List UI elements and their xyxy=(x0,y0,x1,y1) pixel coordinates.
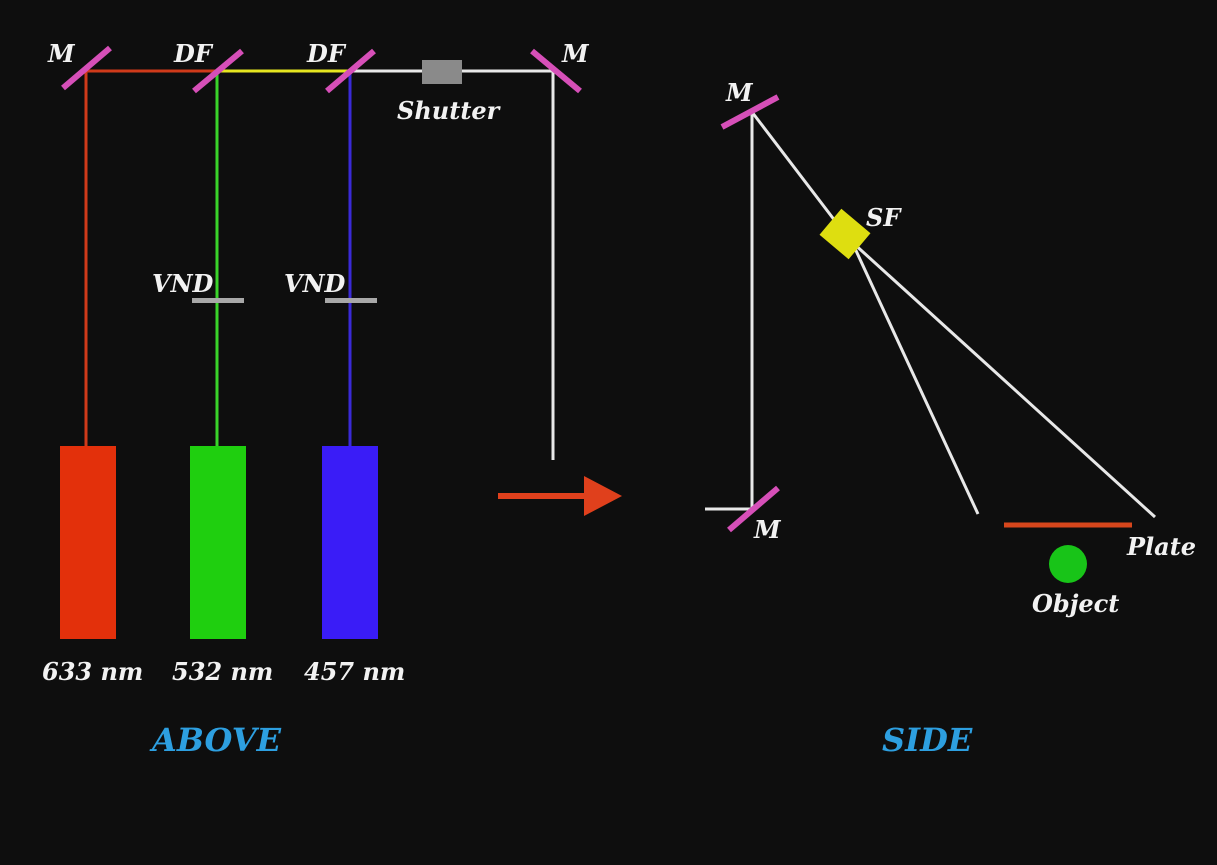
spatial-filter-block xyxy=(819,208,871,260)
wavelength-label-green: 532 nm xyxy=(172,657,273,686)
side-view: M M SF Plate Object SIDE xyxy=(705,78,1196,759)
mirror-side-bottom xyxy=(727,485,780,533)
plate-label: Plate xyxy=(1126,532,1196,561)
beam-side-diagonal xyxy=(750,111,847,235)
shutter-block xyxy=(422,60,462,84)
dichroic-filter-1 xyxy=(192,48,244,94)
sf-label: SF xyxy=(866,203,902,232)
mirror-above-left xyxy=(61,45,112,91)
mirror-label-above-right: M xyxy=(561,39,590,68)
mirror-above-right xyxy=(530,48,582,94)
vnd-filter-green xyxy=(192,298,244,303)
beam-expanded-right xyxy=(850,240,1157,519)
object-sphere xyxy=(1049,545,1087,583)
beam-expanded-left xyxy=(850,241,980,515)
view-label-side: SIDE xyxy=(882,721,973,759)
mirror-label-side-top: M xyxy=(725,78,754,107)
laser-red xyxy=(60,446,116,639)
shutter-label: Shutter xyxy=(397,96,502,125)
view-label-above: ABOVE xyxy=(149,721,282,759)
mirror-label-above-left: M xyxy=(47,39,76,68)
mirror-label-side-bottom: M xyxy=(753,515,782,544)
object-label: Object xyxy=(1032,589,1119,618)
mirror-side-top xyxy=(720,94,780,130)
df-label-2: DF xyxy=(306,39,347,68)
wavelength-label-red: 633 nm xyxy=(42,657,143,686)
laser-green xyxy=(190,446,246,639)
df-label-1: DF xyxy=(173,39,214,68)
vnd-filter-blue xyxy=(325,298,377,303)
arrow-head xyxy=(584,476,622,516)
transition-arrow xyxy=(498,476,622,516)
wavelength-label-blue: 457 nm xyxy=(304,657,405,686)
above-view: M DF DF M Shutter VND VND 633 nm 532 nm … xyxy=(42,39,590,759)
laser-blue xyxy=(322,446,378,639)
vnd-label-green: VND xyxy=(152,269,214,298)
dichroic-filter-2 xyxy=(325,48,376,94)
vnd-label-blue: VND xyxy=(284,269,346,298)
